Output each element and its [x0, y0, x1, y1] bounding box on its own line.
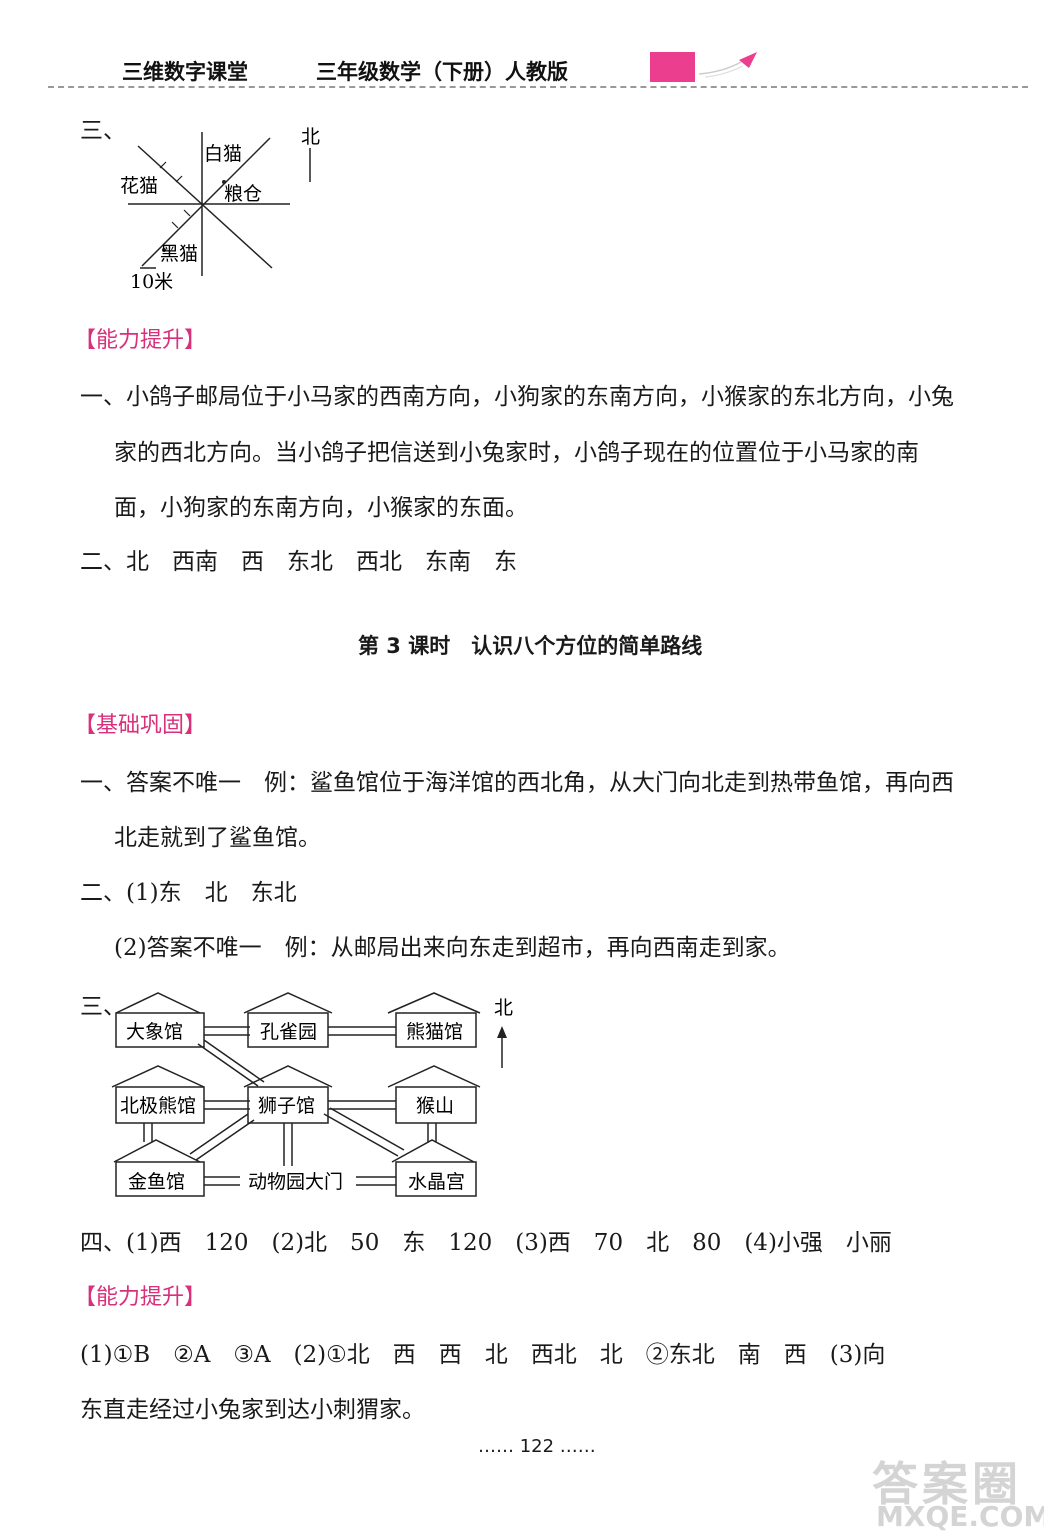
black-cat-label: 黑猫	[160, 243, 198, 265]
answer-line: 二、(1)东 北 东北	[80, 880, 297, 906]
answer-line: 面，小狗家的东南方向，小猴家的东面。	[114, 495, 528, 521]
zoo-north-label: 北	[494, 997, 513, 1019]
answer-line: 北走就到了鲨鱼馆。	[114, 825, 321, 851]
question-number: 三、	[80, 994, 126, 1020]
answer-line: (2)答案不唯一 例：从邮局出来向东走到超市，再向西南走到家。	[114, 935, 791, 961]
polar-bear-house: 北极熊馆	[120, 1095, 196, 1117]
header-book-title: 三年级数学（下册）人教版	[316, 60, 568, 84]
monkey-hill: 猴山	[416, 1095, 454, 1117]
north-label: 北	[301, 126, 320, 148]
header-brand: 三维数字课堂	[122, 60, 248, 84]
peacock-garden: 孔雀园	[260, 1021, 317, 1043]
direction-diagram: 北 白猫 花猫 粮仓 黑猫 10米	[120, 126, 320, 293]
answer-line: 东直走经过小兔家到达小刺猬家。	[80, 1397, 425, 1423]
zoo-gate: 动物园大门	[248, 1171, 343, 1193]
question-number: 三、	[80, 118, 126, 144]
goldfish-house: 金鱼馆	[128, 1171, 185, 1193]
answer-line: 一、答案不唯一 例：鲨鱼馆位于海洋馆的西北角，从大门向北走到热带鱼馆，再向西	[80, 770, 954, 796]
answer-line: 二、北 西南 西 东北 西北 东南 东	[80, 549, 517, 575]
zoo-map-diagram: 北 大象馆 孔雀园 熊猫馆 北极熊馆 狮子馆 猴山 金鱼馆 动物园大门 水晶宫	[111, 992, 513, 1197]
answer-line: 一、小鸽子邮局位于小马家的西南方向，小狗家的东南方向，小猴家的东北方向，小兔	[80, 384, 954, 410]
flower-cat-label: 花猫	[120, 175, 158, 197]
scale-label: 10米	[130, 271, 173, 293]
header-decoration	[650, 52, 695, 82]
elephant-house: 大象馆	[126, 1021, 183, 1043]
section-ability-1: 【能力提升】	[74, 328, 207, 353]
page-number: …… 122 ……	[478, 1436, 596, 1457]
watermark-url: MXQE.COM	[876, 1500, 1044, 1533]
crystal-palace: 水晶宫	[408, 1171, 465, 1193]
watermark-logo: 答案圈	[872, 1457, 1022, 1511]
panda-house: 熊猫馆	[406, 1021, 463, 1043]
granary-label: 粮仓	[224, 183, 262, 205]
section-ability-2: 【能力提升】	[74, 1285, 207, 1310]
rocket-icon	[698, 52, 757, 78]
lion-house: 狮子馆	[258, 1095, 315, 1117]
answer-line: 四、(1)西 120 (2)北 50 东 120 (3)西 70 北 80 (4…	[80, 1230, 892, 1256]
lesson-title: 第 3 课时 认识八个方位的简单路线	[358, 634, 703, 658]
answer-line: (1)①B ②A ③A (2)①北 西 西 北 西北 北 ②东北 南 西 (3)…	[80, 1342, 886, 1368]
section-basic: 【基础巩固】	[74, 713, 207, 738]
header-divider	[48, 86, 1028, 88]
white-cat-label: 白猫	[204, 143, 242, 165]
answer-line: 家的西北方向。当小鸽子把信送到小兔家时，小鸽子现在的位置位于小马家的南	[114, 440, 919, 466]
